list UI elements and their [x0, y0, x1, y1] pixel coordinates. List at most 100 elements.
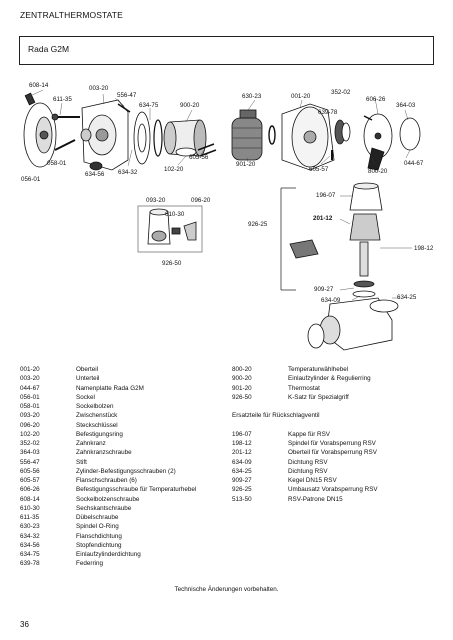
part-code: 102-20 — [20, 430, 40, 438]
callout-001-20: 001-20 — [291, 93, 311, 100]
part-name: Stopfendichtung — [76, 541, 122, 549]
part-code: 634-25 — [232, 467, 252, 475]
parts-row: 044-67 Namenplatte Rada G2M — [20, 384, 196, 393]
callout-901-20: 901-20 — [236, 161, 256, 168]
callout-102-20: 102-20 — [164, 166, 184, 173]
parts-row: 639-78 Federring — [20, 559, 196, 568]
callout-634-56: 634-56 — [85, 171, 105, 178]
part-name: Dichtung RSV — [288, 458, 328, 466]
part-name: RSV-Patrone DN15 — [288, 495, 343, 503]
part-name: Befestigungsring — [76, 430, 123, 438]
part-name: Unterteil — [76, 375, 100, 383]
parts-row: 102-20 Befestigungsring — [20, 430, 196, 439]
part-name: Zylinder-Befestigungsschrauben (2) — [76, 467, 176, 475]
part-code: 926-25 — [232, 486, 252, 494]
part-name: Befestigungsschraube für Temperaturhebel — [76, 486, 197, 494]
section-title: Rada G2M — [28, 44, 70, 54]
part-name: Sockel — [76, 393, 95, 401]
parts-row: 556-47 Stift — [20, 458, 196, 467]
callout-196-07: 196-07 — [316, 192, 336, 199]
callout-003-20: 003-20 — [89, 85, 109, 92]
part-code: 352-02 — [20, 440, 40, 447]
part-code: 608-14 — [20, 495, 40, 503]
part-code: 926-50 — [232, 393, 252, 401]
parts-row: 605-56 Zylinder-Befestigungsschrauben (2) — [20, 467, 196, 476]
part-screw-608 — [24, 92, 36, 106]
callout-605-57: 605-57 — [309, 166, 329, 173]
part-name: Einlaufzylinderdichtung — [76, 551, 141, 558]
callout-096-20: 096-20 — [191, 197, 211, 204]
part-name: Thermostat — [288, 384, 320, 392]
part-name: Flanschschrauben (6) — [76, 477, 137, 484]
part-name: Umbausatz Vorabsperrung RSV — [288, 486, 378, 494]
callout-201-12: 201-12 — [313, 215, 333, 222]
footnote: Technische Änderungen vorbehalten. — [174, 586, 279, 593]
callout-610-30: 610-30 — [165, 211, 185, 218]
parts-row: 901-20 Thermostat — [232, 384, 378, 393]
callout-909-27: 909-27 — [314, 286, 334, 293]
part-name: Sockelbolzenschraube — [76, 495, 140, 503]
part-code: 605-56 — [20, 467, 40, 475]
part-name: Kappe für RSV — [288, 430, 331, 438]
part-name: Stift — [76, 458, 87, 466]
callout-800-20: 800-20 — [368, 168, 388, 175]
callout-608-14: 608-14 — [29, 82, 49, 89]
section-title-box — [19, 36, 434, 65]
part-kit-bracket — [137, 205, 203, 253]
part-code: 093-20 — [20, 412, 40, 420]
part-code: 909-27 — [232, 477, 252, 484]
callout-364-03: 364-03 — [396, 102, 416, 109]
part-code: 634-56 — [20, 541, 40, 549]
part-code: 901-20 — [232, 384, 252, 392]
part-code: 556-47 — [20, 458, 40, 466]
part-code: 800-20 — [232, 366, 252, 373]
parts-row: 196-07 Kappe für RSV — [232, 430, 378, 439]
part-code: 639-78 — [20, 560, 40, 568]
part-code: 605-57 — [20, 477, 40, 484]
part-code: 044-67 — [20, 384, 40, 392]
callout-611-35: 611-35 — [53, 96, 72, 103]
callout-044-67: 044-67 — [404, 160, 424, 167]
part-name: Dübelschraube — [76, 514, 119, 521]
parts-subheading: Ersatzteile für Rückschlagventil — [232, 411, 378, 420]
callout-198-12: 198-12 — [414, 245, 434, 252]
part-code: 196-07 — [232, 430, 252, 438]
callout-058-01: 058-01 — [47, 160, 67, 167]
part-code: 630-23 — [20, 523, 40, 531]
part-name: Namenplatte Rada G2M — [76, 384, 144, 392]
parts-row: 606-26 Befestigungsschraube für Temperatu… — [20, 485, 196, 494]
part-name: Sechskantschraube — [76, 504, 132, 512]
callout-605-56: 605-56 — [189, 154, 209, 161]
part-name: Spindel für Vorabsperrung RSV — [288, 440, 376, 447]
part-cap-196 — [349, 185, 383, 211]
callout-093-20: 093-20 — [146, 197, 166, 204]
part-code: 201-12 — [232, 449, 252, 457]
parts-row: 605-57 Flanschschrauben (6) — [20, 476, 196, 485]
part-code: 364-03 — [20, 449, 40, 457]
part-code: 606-26 — [20, 486, 40, 494]
part-thermostat — [231, 117, 263, 161]
check-valve-heading: Ersatzteile für Rückschlagventil — [232, 412, 320, 420]
callout-926-50: 926-50 — [162, 260, 182, 267]
part-name: Federring — [76, 560, 103, 568]
callout-634-75: 634-75 — [139, 102, 159, 109]
